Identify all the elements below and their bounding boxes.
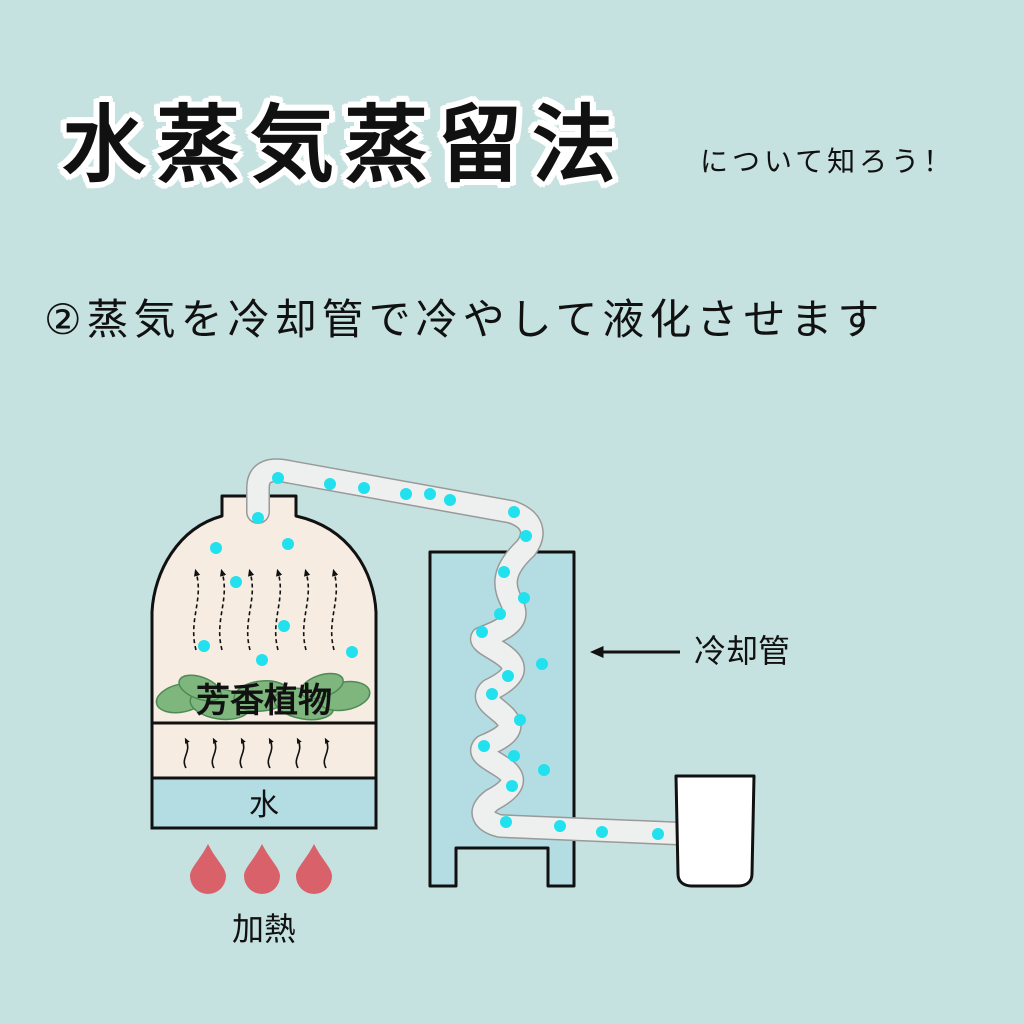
step-description: ②蒸気を冷却管で冷やして液化させます <box>44 295 885 344</box>
water-layer <box>150 776 378 830</box>
aromatic-plants <box>155 672 371 721</box>
vapor-tube <box>247 459 701 845</box>
label-condenser: 冷却管 <box>694 632 790 670</box>
label-aromatic-plants: 芳香植物 <box>196 681 332 721</box>
label-heat: 加熱 <box>232 910 296 948</box>
page-title: 水蒸気蒸留法 <box>62 96 627 194</box>
heat-flames <box>190 844 332 894</box>
steam-particles <box>198 472 664 840</box>
collection-cup <box>674 774 756 888</box>
rising-steam-arrows <box>192 568 339 651</box>
vapor-arrows <box>183 737 330 769</box>
label-water: 水 <box>249 788 279 823</box>
page-subtitle: について知ろう！ <box>700 145 956 178</box>
